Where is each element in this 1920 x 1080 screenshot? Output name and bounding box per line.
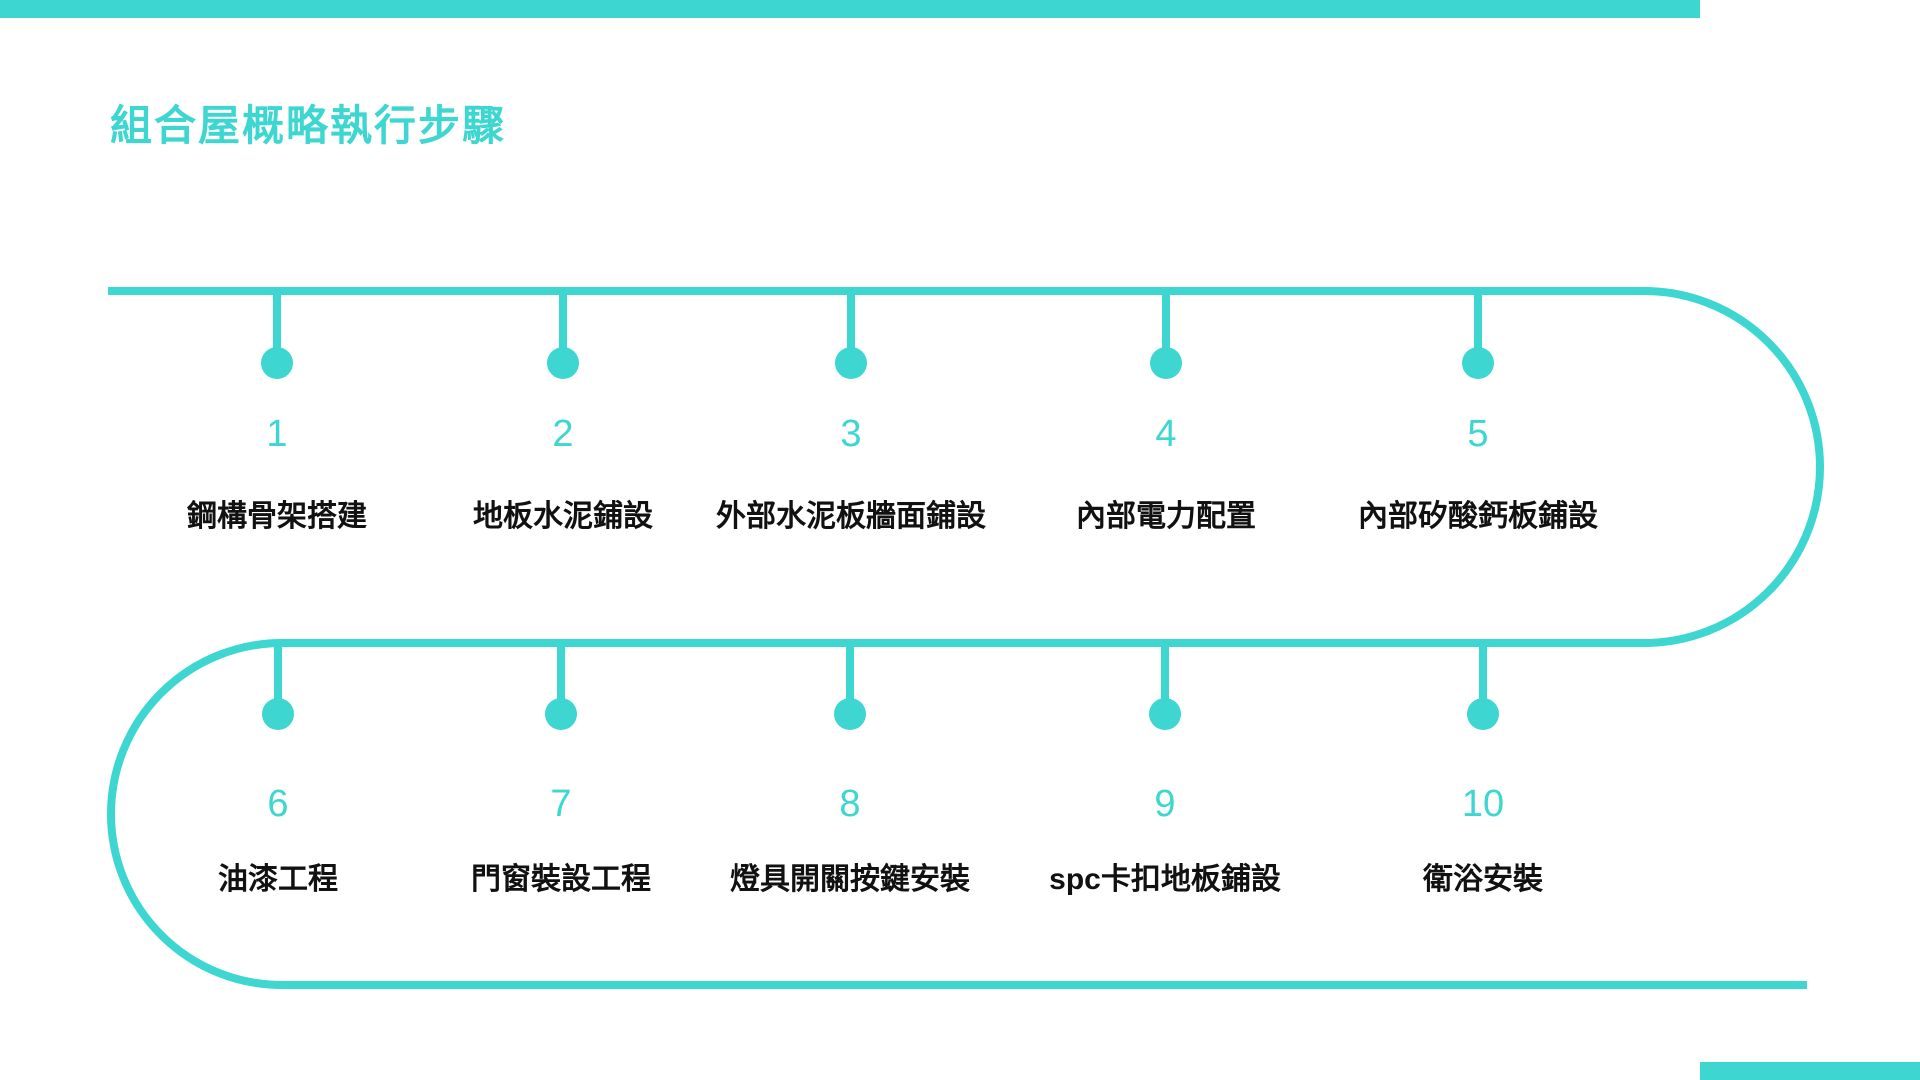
step-7-dot — [545, 698, 577, 730]
step-number: 5 — [1467, 413, 1489, 455]
step-number: 7 — [550, 783, 572, 825]
step-number: 4 — [1155, 413, 1177, 455]
step-label: 油漆工程 — [218, 863, 338, 896]
step-label: 門窗裝設工程 — [471, 863, 651, 896]
step-3-dot — [835, 347, 867, 379]
step-label: 鋼構骨架搭建 — [187, 500, 367, 533]
step-5-dot — [1462, 347, 1494, 379]
step-number: 6 — [267, 783, 289, 825]
step-label: 內部電力配置 — [1076, 500, 1256, 533]
step-label: 燈具開關按鍵安裝 — [730, 863, 970, 896]
step-9-dot — [1149, 698, 1181, 730]
page-title: 組合屋概略執行步驟 — [110, 102, 507, 149]
step-label: 衛浴安裝 — [1423, 863, 1543, 896]
step-number: 9 — [1154, 783, 1176, 825]
step-number: 8 — [839, 783, 861, 825]
step-6-dot — [262, 698, 294, 730]
step-number: 1 — [266, 413, 288, 455]
step-2-dot — [547, 347, 579, 379]
bottom-accent-bar — [1700, 1062, 1920, 1080]
step-label: 內部矽酸鈣板鋪設 — [1358, 500, 1598, 533]
step-label: 地板水泥鋪設 — [473, 500, 653, 533]
step-number: 10 — [1461, 783, 1505, 825]
step-1-dot — [261, 347, 293, 379]
step-label: spc卡扣地板鋪設 — [1049, 863, 1281, 896]
step-10-dot — [1467, 698, 1499, 730]
step-8-dot — [834, 698, 866, 730]
step-4-dot — [1150, 347, 1182, 379]
step-number: 3 — [840, 413, 862, 455]
step-label: 外部水泥板牆面鋪設 — [716, 500, 986, 533]
top-accent-bar — [0, 0, 1700, 18]
step-number: 2 — [552, 413, 574, 455]
timeline-spine — [107, 287, 1824, 989]
